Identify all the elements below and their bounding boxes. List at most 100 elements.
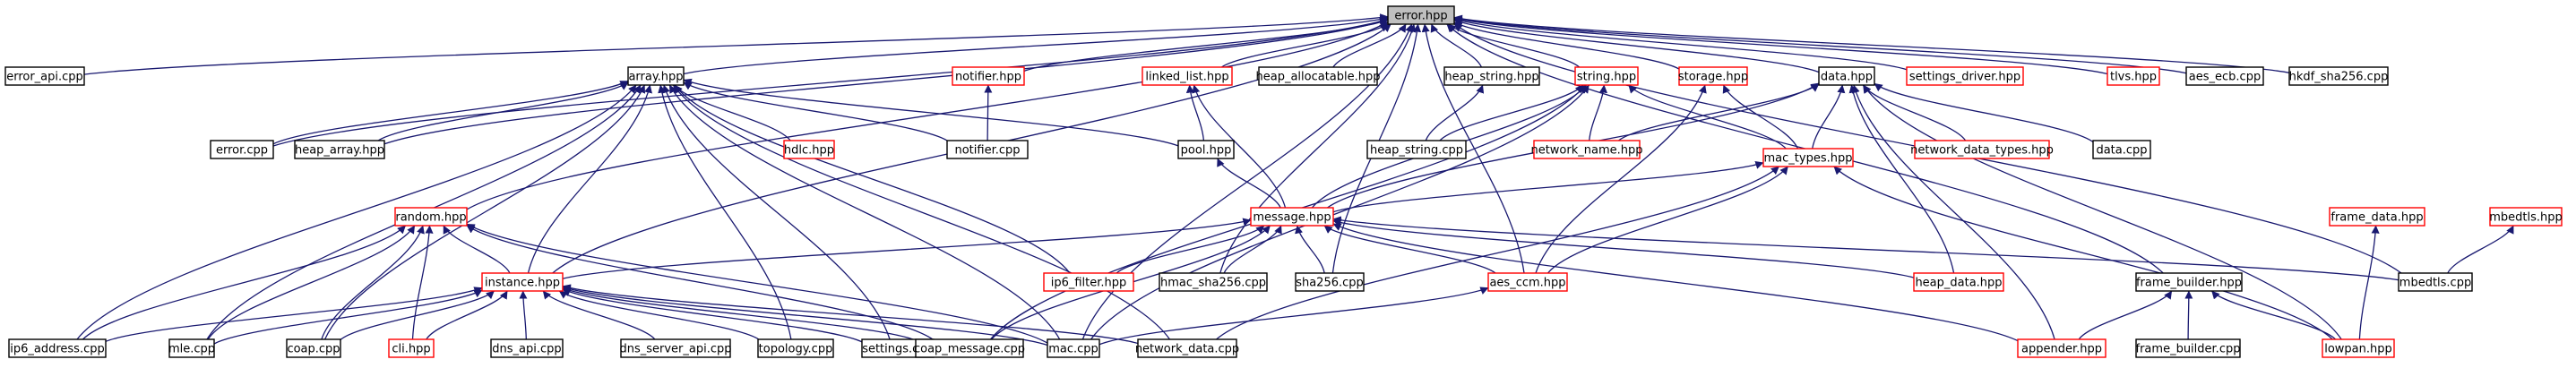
node-data-hpp[interactable]: data.hpp — [1818, 66, 1875, 86]
node-cli-hpp[interactable]: cli.hpp — [388, 338, 435, 358]
node-box[interactable] — [915, 338, 1024, 358]
node-storage-hpp[interactable]: storage.hpp — [1678, 66, 1748, 86]
node-aes-ecb-cpp[interactable]: aes_ecb.cpp — [2185, 66, 2264, 86]
node-error-hpp[interactable]: error.hpp — [1387, 5, 1455, 25]
node-heap-string-hpp[interactable]: heap_string.hpp — [1443, 66, 1540, 86]
node-box[interactable] — [2092, 140, 2151, 159]
node-box[interactable] — [757, 338, 834, 358]
node-box[interactable] — [2398, 272, 2473, 292]
node-heap-allocatable-hpp[interactable]: heap_allocatable.hpp — [1255, 66, 1381, 86]
node-tlvs-hpp[interactable]: tlvs.hpp — [2106, 66, 2160, 86]
node-box[interactable] — [2489, 207, 2563, 227]
node-box[interactable] — [2288, 66, 2389, 86]
node-box[interactable] — [394, 207, 468, 227]
node-box[interactable] — [2135, 338, 2241, 358]
node-box[interactable] — [2135, 272, 2243, 292]
node-box[interactable] — [1678, 66, 1748, 86]
node-box[interactable] — [1818, 66, 1875, 86]
node-box[interactable] — [2329, 207, 2425, 227]
edge-hkdf_sha256_cpp-to-error_hpp — [1453, 14, 2290, 73]
node-box[interactable] — [2185, 66, 2264, 86]
node-random-hpp[interactable]: random.hpp — [394, 207, 468, 227]
node-box[interactable] — [8, 338, 107, 358]
node-box[interactable] — [1443, 66, 1540, 86]
node-box[interactable] — [1047, 338, 1100, 358]
node-box[interactable] — [481, 272, 564, 292]
node-lowpan-hpp[interactable]: lowpan.hpp — [2322, 338, 2395, 358]
node-data-cpp[interactable]: data.cpp — [2092, 140, 2151, 159]
node-coap-message-cpp[interactable]: coap_message.cpp — [914, 338, 1025, 358]
node-frame-builder-hpp[interactable]: frame_builder.hpp — [2135, 272, 2243, 292]
node-box[interactable] — [1043, 272, 1134, 292]
node-box[interactable] — [2106, 66, 2160, 86]
node-dns-server-api-cpp[interactable]: dns_server_api.cpp — [619, 338, 732, 358]
node-string-hpp[interactable]: string.hpp — [1574, 66, 1639, 86]
node-network-data-types-hpp[interactable]: network_data_types.hpp — [1910, 140, 2054, 159]
node-box[interactable] — [388, 338, 435, 358]
node-box[interactable] — [1533, 140, 1641, 159]
node-box[interactable] — [1387, 5, 1455, 25]
node-instance-hpp[interactable]: instance.hpp — [481, 272, 564, 292]
node-settings-driver-hpp[interactable]: settings_driver.hpp — [1906, 66, 2024, 86]
node-box[interactable] — [1906, 66, 2024, 86]
node-box[interactable] — [1762, 148, 1854, 167]
node-box[interactable] — [783, 140, 835, 159]
node-hmac-sha256-cpp[interactable]: hmac_sha256.cpp — [1159, 272, 1268, 292]
node-coap-cpp[interactable]: coap.cpp — [286, 338, 341, 358]
node-mac-cpp[interactable]: mac.cpp — [1047, 338, 1100, 358]
node-sha256-cpp[interactable]: sha256.cpp — [1295, 272, 1365, 292]
node-box[interactable] — [1913, 272, 2004, 292]
node-box[interactable] — [1142, 66, 1233, 86]
node-box[interactable] — [168, 338, 215, 358]
node-box[interactable] — [2017, 338, 2106, 358]
node-ip6-address-cpp[interactable]: ip6_address.cpp — [8, 338, 107, 358]
node-heap-string-cpp[interactable]: heap_string.cpp — [1366, 140, 1467, 159]
node-box[interactable] — [1159, 272, 1268, 292]
edge-instance_hpp-to-message_hpp — [562, 218, 1252, 279]
node-box[interactable] — [952, 66, 1025, 86]
node-box[interactable] — [4, 66, 85, 86]
node-box[interactable] — [1177, 140, 1235, 159]
node-heap-array-hpp[interactable]: heap_array.hpp — [294, 140, 385, 159]
node-aes-ccm-hpp[interactable]: aes_ccm.hpp — [1487, 272, 1568, 292]
node-pool-hpp[interactable]: pool.hpp — [1177, 140, 1235, 159]
node-notifier-hpp[interactable]: notifier.hpp — [952, 66, 1025, 86]
node-box[interactable] — [1487, 272, 1568, 292]
node-frame-data-hpp[interactable]: frame_data.hpp — [2329, 207, 2425, 227]
node-error-cpp[interactable]: error.cpp — [210, 140, 274, 159]
node-array-hpp[interactable]: array.hpp — [627, 66, 685, 86]
node-mle-cpp[interactable]: mle.cpp — [168, 338, 215, 358]
node-box[interactable] — [946, 140, 1029, 159]
node-box[interactable] — [2322, 338, 2395, 358]
node-linked-list-hpp[interactable]: linked_list.hpp — [1142, 66, 1233, 86]
node-mbedtls-hpp[interactable]: mbedtls.hpp — [2489, 207, 2563, 227]
node-box[interactable] — [1366, 140, 1467, 159]
node-mac-types-hpp[interactable]: mac_types.hpp — [1762, 148, 1854, 167]
node-message-hpp[interactable]: message.hpp — [1250, 207, 1334, 227]
node-box[interactable] — [1258, 66, 1378, 86]
node-heap-data-hpp[interactable]: heap_data.hpp — [1913, 272, 2004, 292]
node-box[interactable] — [286, 338, 341, 358]
node-box[interactable] — [620, 338, 731, 358]
node-ip6-filter-hpp[interactable]: ip6_filter.hpp — [1043, 272, 1134, 292]
node-box[interactable] — [294, 140, 385, 159]
node-network-name-hpp[interactable]: network_name.hpp — [1530, 140, 1643, 159]
node-box[interactable] — [627, 66, 685, 86]
node-box[interactable] — [490, 338, 564, 358]
node-box[interactable] — [1295, 272, 1365, 292]
node-hkdf-sha256-cpp[interactable]: hkdf_sha256.cpp — [2288, 66, 2389, 86]
node-box[interactable] — [1914, 140, 2050, 159]
node-box[interactable] — [1574, 66, 1639, 86]
node-box[interactable] — [210, 140, 274, 159]
node-network-data-cpp[interactable]: network_data.cpp — [1135, 338, 1239, 358]
node-box[interactable] — [1137, 338, 1237, 358]
node-topology-cpp[interactable]: topology.cpp — [757, 338, 834, 358]
node-notifier-cpp[interactable]: notifier.cpp — [946, 140, 1029, 159]
node-appender-hpp[interactable]: appender.hpp — [2017, 338, 2106, 358]
node-box[interactable] — [1250, 207, 1334, 227]
node-error-api-cpp[interactable]: error_api.cpp — [4, 66, 85, 86]
node-mbedtls-cpp[interactable]: mbedtls.cpp — [2398, 272, 2473, 292]
node-dns-api-cpp[interactable]: dns_api.cpp — [490, 338, 564, 358]
node-frame-builder-cpp[interactable]: frame_builder.cpp — [2135, 338, 2241, 358]
node-hdlc-hpp[interactable]: hdlc.hpp — [783, 140, 835, 159]
